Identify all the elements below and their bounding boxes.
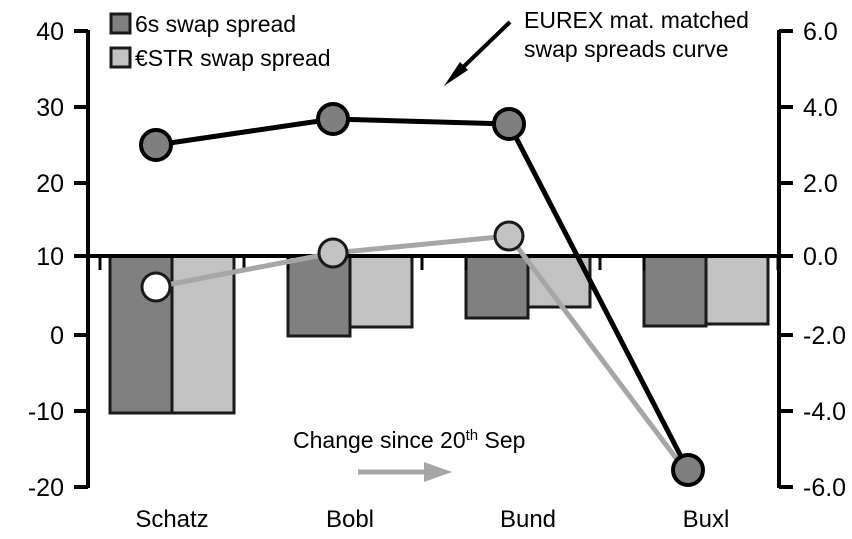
left-axis-tick-minus20: -20 — [28, 474, 64, 502]
line-change-markers — [140, 220, 525, 303]
bar-6s-bund — [464, 254, 530, 320]
x-axis-category-labels: Schatz Bobl Bund Buxl — [135, 506, 729, 533]
cat-label-bobl: Bobl — [326, 506, 374, 533]
marker-eurex-schatz — [139, 128, 173, 162]
cat-label-buxl: Buxl — [683, 506, 730, 533]
annotation-change-since: Change since 20th Sep — [293, 427, 525, 482]
right-axis-tick-minus2: -2.0 — [803, 322, 846, 350]
annotation-eurex-line2: swap spreads curve — [524, 36, 729, 62]
left-axis-tick-30: 30 — [36, 94, 64, 122]
left-axis: 40 30 20 10 0 -10 -20 — [28, 18, 90, 502]
annotation-change-tail: Sep — [478, 427, 525, 453]
legend-label-6s: 6s swap spread — [135, 11, 296, 37]
left-axis-tick-40: 40 — [36, 18, 64, 46]
right-axis-tick-minus6: -6.0 — [803, 474, 846, 502]
line-change-since-sep — [155, 233, 690, 476]
annotation-eurex-arrow-head — [444, 62, 468, 86]
marker-eurex-buxl — [671, 453, 705, 487]
bar-group-buxl — [642, 254, 770, 328]
marker-eurex-bund — [492, 107, 526, 141]
right-axis-tick-2: 2.0 — [803, 170, 838, 198]
marker-change-bobl — [317, 237, 349, 269]
marker-change-bund — [493, 220, 525, 252]
annotation-change-text: Change since 20th Sep — [293, 427, 525, 453]
bar-6s-bobl — [286, 254, 352, 338]
line-eurex-curve — [155, 116, 691, 472]
marker-eurex-bobl — [316, 102, 350, 136]
bar-group-bobl — [286, 254, 414, 338]
legend-label-estr: €STR swap spread — [135, 45, 331, 71]
left-axis-tick-0: 0 — [50, 322, 64, 350]
annotation-eurex-curve: EUREX mat. matched swap spreads curve — [444, 7, 749, 86]
left-axis-tick-minus10: -10 — [28, 398, 64, 426]
legend: 6s swap spread €STR swap spread — [109, 11, 331, 71]
x-axis-ticks — [98, 256, 780, 270]
annotation-eurex-arrow-line — [454, 20, 512, 76]
legend-swatch-6s — [109, 12, 132, 35]
cat-label-schatz: Schatz — [135, 506, 208, 533]
bar-group-schatz — [108, 254, 236, 415]
right-axis-tick-6: 6.0 — [803, 18, 838, 46]
marker-change-schatz — [140, 271, 172, 303]
left-axis-tick-10: 10 — [36, 243, 64, 271]
bar-6s-buxl — [642, 254, 708, 328]
right-axis-tick-0: 0.0 — [803, 243, 838, 271]
annotation-change-main: Change since 20 — [293, 427, 466, 453]
right-axis-tick-4: 4.0 — [803, 94, 838, 122]
legend-swatch-estr — [109, 46, 132, 69]
bar-estr-bobl — [348, 254, 414, 329]
line-eurex-markers — [139, 102, 705, 487]
annotation-change-sup: th — [466, 427, 479, 444]
annotation-change-arrow-head — [424, 462, 452, 482]
bar-estr-buxl — [704, 254, 770, 326]
cat-label-bund: Bund — [500, 506, 556, 533]
annotation-eurex-line1: EUREX mat. matched — [524, 7, 749, 33]
right-axis-tick-minus4: -4.0 — [803, 398, 846, 426]
left-axis-tick-20: 20 — [36, 170, 64, 198]
